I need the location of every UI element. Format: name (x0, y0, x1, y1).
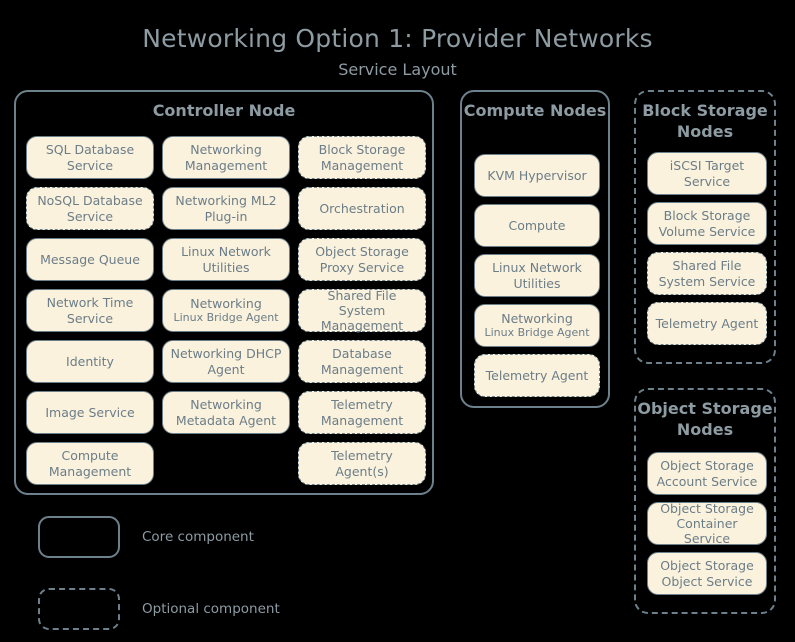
service-box[interactable]: Object Storage Container Service (647, 500, 767, 547)
service-box-label: Image Service (45, 404, 135, 420)
service-box[interactable]: iSCSI Target Service (647, 152, 767, 195)
service-box-label: Message Queue (40, 251, 140, 267)
service-box-label: KVM Hypervisor (487, 167, 587, 183)
service-box-label: Linux Network Utilities (492, 260, 582, 291)
service-box-label: Object Storage Object Service (660, 558, 754, 589)
diagram-title: Networking Option 1: Provider Networks (142, 24, 653, 53)
service-box[interactable]: Database Management (298, 340, 426, 383)
service-box-label: Networking Management (184, 142, 268, 173)
service-box-label: Telemetry Agent (655, 315, 759, 331)
service-box[interactable]: Networking DHCP Agent (162, 340, 290, 383)
service-box-label: Shared File System Service (658, 258, 756, 289)
service-box[interactable]: Object Storage Object Service (647, 552, 767, 595)
service-box[interactable]: Compute (474, 204, 600, 247)
service-box[interactable]: Object Storage Proxy Service (298, 238, 426, 281)
service-box-label: Object Storage Container Service (660, 500, 754, 547)
service-box[interactable]: Network Time Service (26, 289, 154, 332)
service-box-label: Object Storage Account Service (656, 458, 758, 489)
service-box[interactable]: Identity (26, 340, 154, 383)
service-box-label: Networking (190, 296, 262, 312)
service-box-label: Compute (508, 217, 566, 233)
service-box-label: Networking (501, 311, 573, 327)
service-box[interactable]: Image Service (26, 391, 154, 434)
legend-item: Optional component (38, 588, 368, 630)
service-box[interactable]: Shared File System Management (298, 287, 426, 334)
service-box-label: Network Time Service (46, 295, 134, 326)
service-box[interactable]: Telemetry Management (298, 391, 426, 434)
service-box-label: Compute Management (48, 448, 132, 479)
service-box-label: Block Storage Volume Service (658, 208, 756, 239)
service-box-label: Telemetry Management (320, 397, 404, 428)
legend-item: Core component (38, 516, 368, 558)
group-title-block-storage-nodes: Block Storage Nodes (642, 101, 768, 142)
service-box-label: Database Management (320, 346, 404, 377)
service-box[interactable]: Object Storage Account Service (647, 452, 767, 495)
service-box[interactable]: Shared File System Service (647, 252, 767, 295)
service-box-label: Networking Metadata Agent (175, 397, 277, 428)
service-box[interactable]: Orchestration (298, 187, 426, 230)
service-box[interactable]: Telemetry Agent(s) (298, 442, 426, 485)
service-box-sublabel: Linux Bridge Agent (484, 326, 590, 340)
group-title-object-storage-nodes: Object Storage Nodes (637, 399, 773, 440)
diagram-subtitle: Service Layout (338, 60, 457, 79)
group-title-controller-node: Controller Node (152, 101, 296, 120)
service-box[interactable]: Block Storage Management (298, 136, 426, 179)
legend-label: Core component (142, 529, 254, 545)
service-box-label: Shared File System Management (320, 287, 404, 334)
service-box-label: Networking DHCP Agent (170, 346, 282, 377)
group-title-compute-nodes: Compute Nodes (463, 101, 607, 120)
group-block-storage-nodes: Block Storage Nodes iSCSI Target Service… (634, 90, 776, 364)
controller-node-service-grid: SQL Database Service Networking Managemen… (26, 136, 426, 485)
grid-spacer (162, 442, 290, 485)
service-box[interactable]: Block Storage Volume Service (647, 202, 767, 245)
service-box-label: Identity (66, 353, 114, 369)
service-box[interactable]: Networking Metadata Agent (162, 391, 290, 434)
service-box[interactable]: Linux Network Utilities (162, 238, 290, 281)
service-box-label: NoSQL Database Service (37, 193, 143, 224)
service-box-label: Networking ML2 Plug-in (175, 193, 277, 224)
legend-swatch-core (38, 516, 120, 558)
service-box-label: Linux Network Utilities (181, 244, 271, 275)
service-box[interactable]: NoSQL Database Service (26, 187, 154, 230)
service-box[interactable]: SQL Database Service (26, 136, 154, 179)
service-box[interactable]: Message Queue (26, 238, 154, 281)
service-box-sublabel: Linux Bridge Agent (173, 311, 279, 325)
service-box-label: SQL Database Service (45, 142, 135, 173)
service-box-label: Orchestration (319, 200, 405, 216)
service-box-label: Block Storage Management (318, 142, 406, 173)
service-box-label: iSCSI Target Service (669, 158, 745, 189)
service-box[interactable]: Networking ML2 Plug-in (162, 187, 290, 230)
legend-swatch-optional (38, 588, 120, 630)
service-box[interactable]: KVM Hypervisor (474, 154, 600, 197)
legend-label: Optional component (142, 601, 280, 617)
service-box[interactable]: Telemetry Agent (474, 354, 600, 397)
service-box[interactable]: Telemetry Agent (647, 302, 767, 345)
service-box[interactable]: Compute Management (26, 442, 154, 485)
service-box[interactable]: Networking Management (162, 136, 290, 179)
group-object-storage-nodes: Object Storage Nodes Object Storage Acco… (634, 388, 776, 614)
service-box-label: Telemetry Agent (485, 367, 589, 383)
service-box-label: Object Storage Proxy Service (315, 244, 409, 275)
service-box-label: Telemetry Agent(s) (331, 448, 393, 479)
service-box[interactable]: Linux Network Utilities (474, 254, 600, 297)
